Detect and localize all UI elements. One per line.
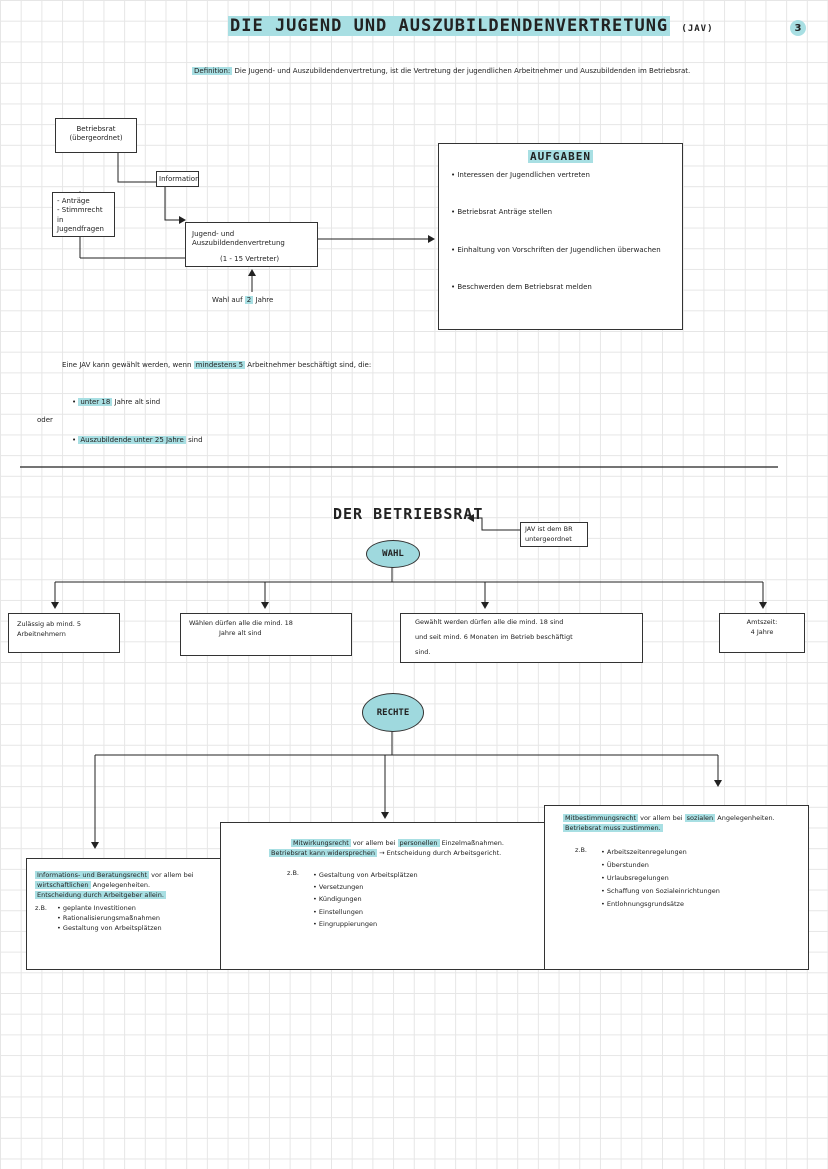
- aufgaben-title: AUFGABEN: [528, 150, 593, 163]
- info-item: Gestaltung von Arbeitsplätzen: [57, 924, 162, 934]
- mitbestimmung-item: Schaffung von Sozialeinrichtungen: [601, 885, 720, 898]
- mitbestimmung-item: Urlaubsregelungen: [601, 872, 720, 885]
- jav-title: DIE JUGEND UND AUSZUBILDENDENVERTRETUNG …: [228, 16, 714, 36]
- mitwirkung-item: Gestaltung von Arbeitsplätzen: [313, 869, 418, 881]
- antraege-box: - Anträge - Stimmrecht in Jugendfragen: [52, 192, 115, 237]
- wahl-oval: WAHL: [366, 540, 420, 568]
- mitbestimmung-recht-box: Mitbestimmungsrecht vor allem bei sozial…: [544, 805, 809, 970]
- jav-condition-1: unter 18 Jahre alt sind: [72, 398, 160, 407]
- information-box: Information: [156, 171, 200, 187]
- betriebsrat-box: Betriebsrat (übergeordnet): [55, 118, 137, 153]
- wahl-note: Wahl auf 2 Jahre: [212, 296, 274, 304]
- info-list: geplante Investitionen Rationalisierungs…: [57, 904, 162, 933]
- mitbestimmung-item: Entlohnungsgrundsätze: [601, 898, 720, 911]
- rechte-oval: RECHTE: [362, 693, 424, 732]
- mitwirkung-item: Eingruppierungen: [313, 918, 418, 930]
- br-note-box: JAV ist dem BR untergeordnet: [520, 522, 588, 547]
- mitwirkung-item: Einstellungen: [313, 906, 418, 918]
- wahl-box-3: Gewählt werden dürfen alle die mind. 18 …: [400, 613, 643, 663]
- mitbestimmung-item: Arbeitszeitenregelungen: [601, 846, 720, 859]
- definition-label: Definition:: [192, 67, 233, 75]
- wahl-box-2: Wählen dürfen alle die mind. 18 Jahre al…: [180, 613, 352, 656]
- oder-label: oder: [37, 416, 53, 424]
- info-item: geplante Investitionen: [57, 904, 162, 914]
- aufgaben-item: Interessen der Jugendlichen vertreten: [451, 171, 670, 180]
- aufgaben-item: Einhaltung von Vorschriften der Jugendli…: [451, 246, 670, 255]
- mitbestimmung-list: Arbeitszeitenregelungen Überstunden Urla…: [601, 846, 720, 911]
- info-recht-box: Informations- und Beratungsrecht vor all…: [26, 858, 222, 970]
- mitwirkung-item: Versetzungen: [313, 881, 418, 893]
- jav-title-suffix: (JAV): [681, 24, 714, 34]
- aufgaben-list: Interessen der Jugendlichen vertreten Be…: [451, 171, 670, 293]
- aufgaben-item: Beschwerden dem Betriebsrat melden: [451, 283, 670, 292]
- info-item: Rationalisierungsmaßnahmen: [57, 914, 162, 924]
- wahl-box-4: Amtszeit: 4 Jahre: [719, 613, 805, 653]
- jav-definition: Definition: Die Jugend- und Auszubildend…: [192, 67, 752, 76]
- page-number: 3: [790, 20, 806, 36]
- aufgaben-item: Betriebsrat Anträge stellen: [451, 208, 670, 217]
- jav-box: Jugend- und Auszubildendenvertretung (1 …: [185, 222, 318, 267]
- definition-text: Die Jugend- und Auszubildendenvertretung…: [234, 67, 691, 75]
- mitwirkung-list: Gestaltung von Arbeitsplätzen Versetzung…: [313, 869, 418, 931]
- jav-condition: Eine JAV kann gewählt werden, wenn minde…: [62, 361, 372, 369]
- aufgaben-box: AUFGABEN Interessen der Jugendlichen ver…: [438, 143, 683, 330]
- mitbestimmung-item: Überstunden: [601, 859, 720, 872]
- mitwirkung-item: Kündigungen: [313, 893, 418, 905]
- jav-title-text: DIE JUGEND UND AUSZUBILDENDENVERTRETUNG: [228, 16, 671, 36]
- wahl-box-1: Zulässig ab mind. 5 Arbeitnehmern: [8, 613, 120, 653]
- br-title: DER BETRIEBSRAT: [333, 505, 484, 523]
- jav-condition-2: Auszubildende unter 25 Jahre sind: [72, 436, 203, 445]
- mitwirkung-recht-box: Mitwirkungsrecht vor allem bei personell…: [220, 822, 546, 970]
